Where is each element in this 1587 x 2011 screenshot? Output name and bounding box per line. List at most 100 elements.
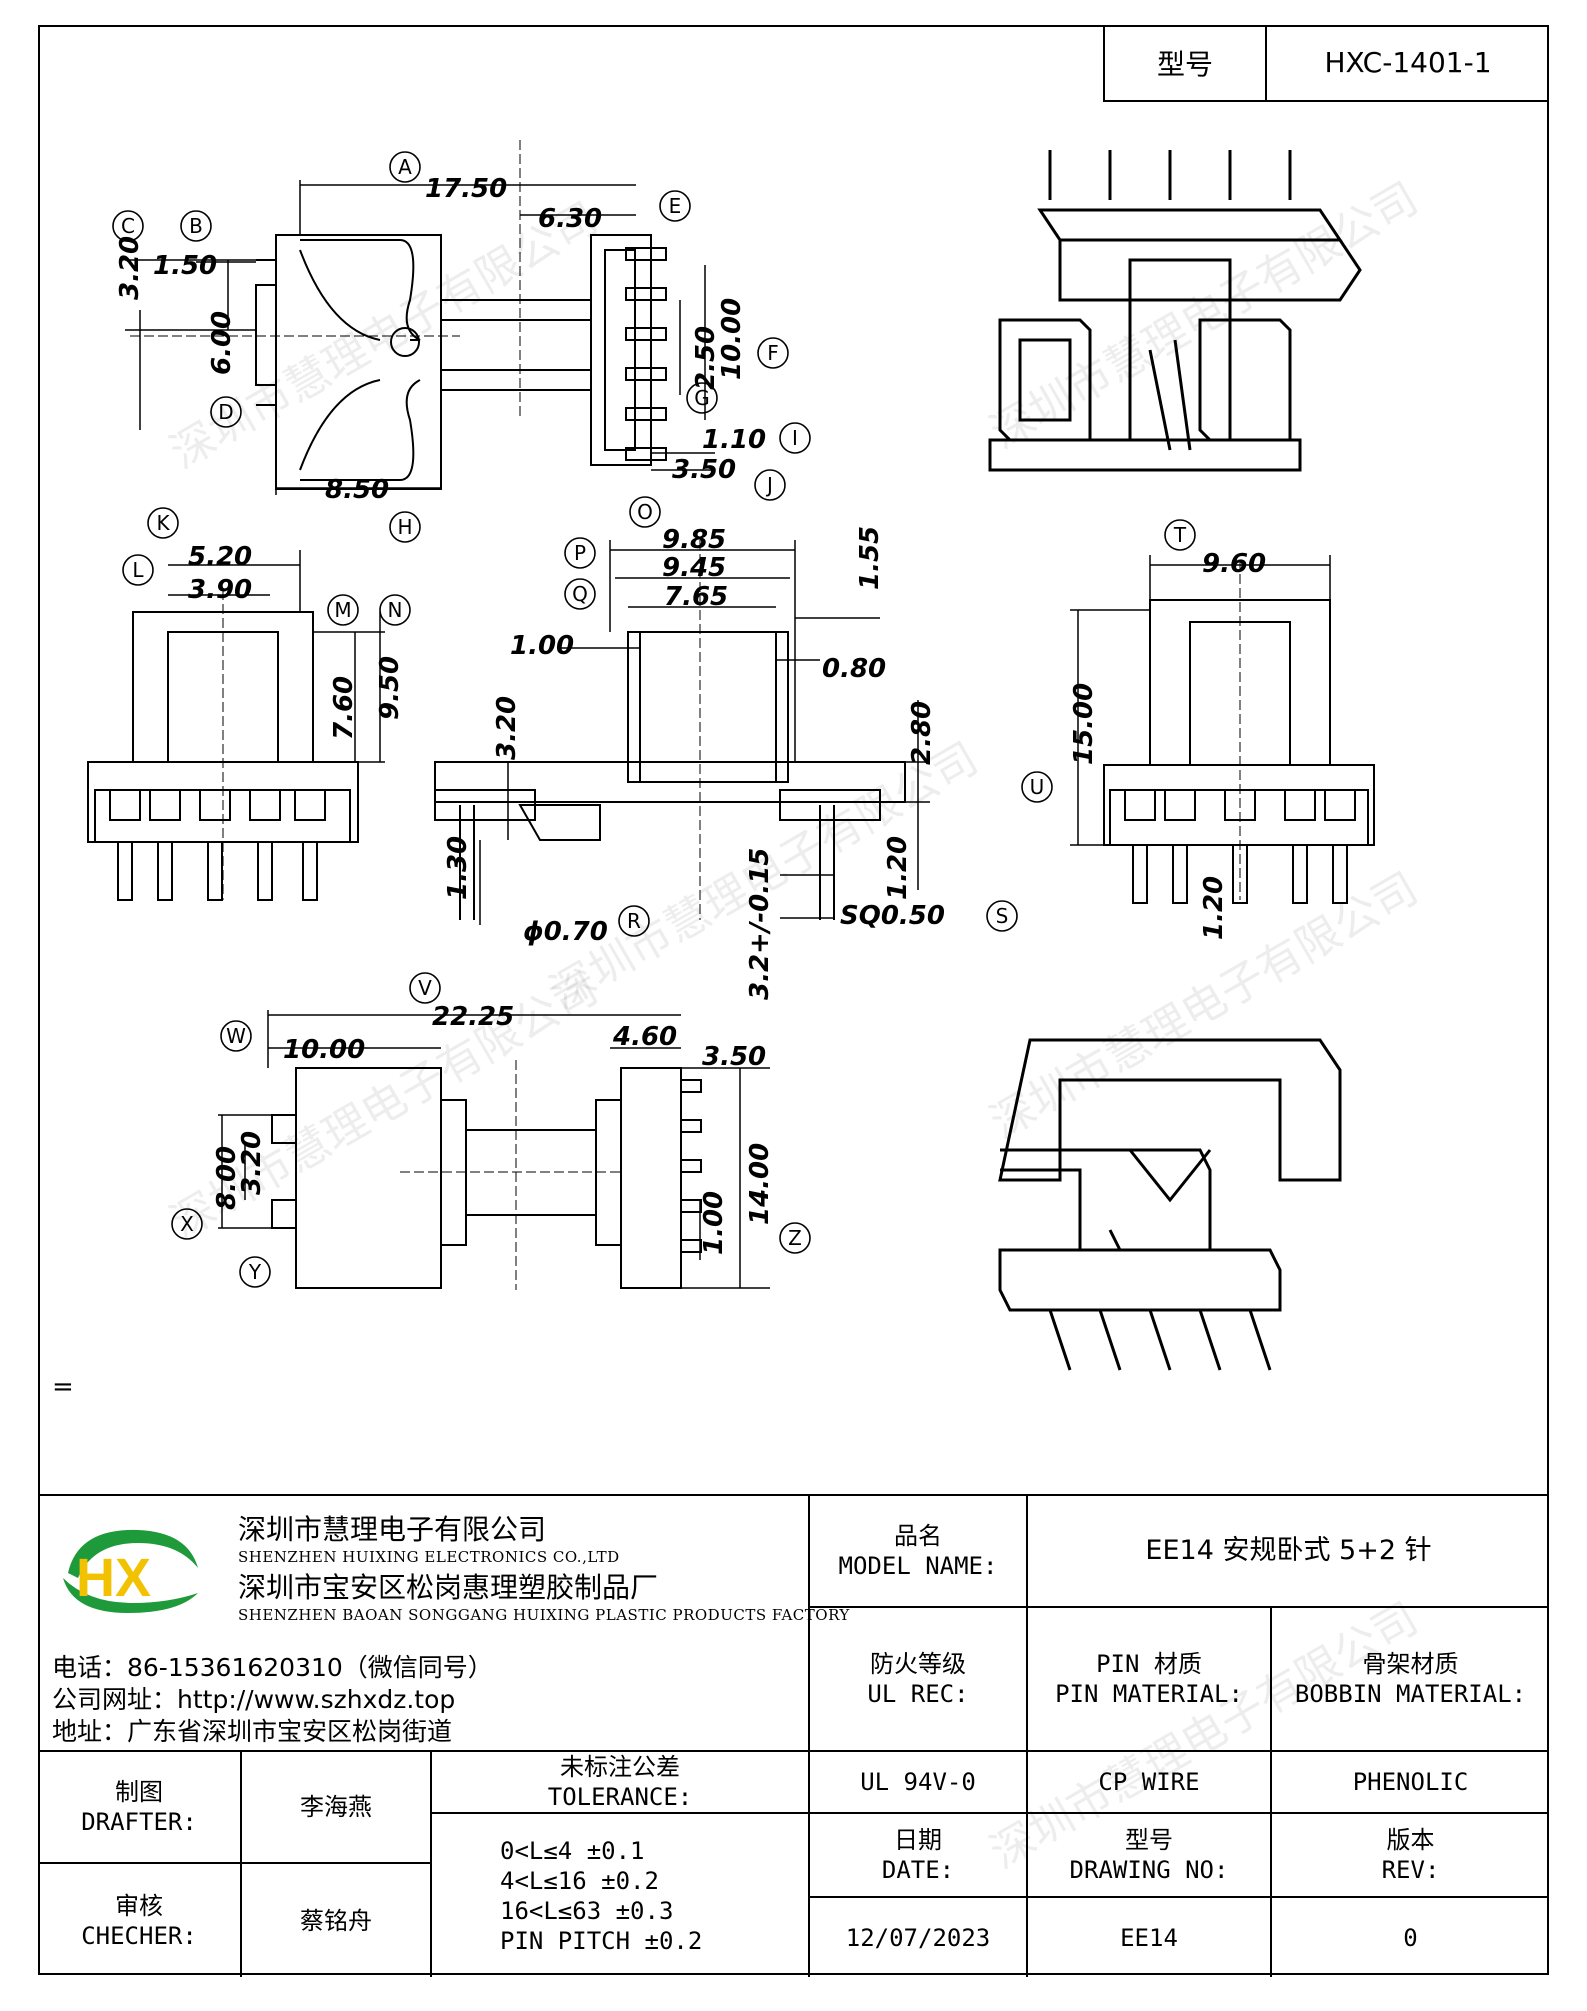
dim-4-60: 4.60 <box>612 1022 677 1052</box>
dim-tolerance: 3.2+/-0.15 <box>745 848 775 1000</box>
svg-text:F: F <box>767 341 779 365</box>
svg-text:Y: Y <box>248 1260 262 1284</box>
dim-9-45: 9.45 <box>662 553 726 583</box>
rev-value: 0 <box>1403 1923 1418 1952</box>
dim-8-50: 8.50 <box>325 475 389 505</box>
dim-14-00: 14.00 <box>745 1143 775 1225</box>
date-value: 12/07/2023 <box>845 1923 991 1952</box>
svg-text:A: A <box>398 155 412 179</box>
callout-y: Y <box>239 1256 271 1288</box>
dim-9-85: 9.85 <box>662 525 726 555</box>
callout-k: K <box>147 507 179 539</box>
section-view <box>434 540 930 925</box>
callout-o: O <box>629 496 661 528</box>
dim-2-80: 2.80 <box>907 701 937 765</box>
svg-text:V: V <box>418 976 432 1000</box>
svg-text:J: J <box>765 473 773 497</box>
callout-l: L <box>122 554 154 586</box>
callout-a: A <box>389 151 421 183</box>
dim-1-50: 1.50 <box>153 251 217 281</box>
dim-5-20: 5.20 <box>188 542 252 572</box>
tolerance-line: 0<L≤4 ±0.1 <box>500 1836 645 1865</box>
company-name-en-2: SHENZHEN BAOAN SONGGANG HUIXING PLASTIC … <box>238 1606 850 1624</box>
callout-e: E <box>659 190 691 222</box>
dim-1-55: 1.55 <box>855 526 885 590</box>
dim-6-30: 6.30 <box>538 204 602 234</box>
dim-8-00: 8.00 <box>212 1146 242 1210</box>
model-name-value: EE14 安规卧式 5+2 针 <box>1145 1535 1432 1567</box>
callout-n: N <box>379 594 411 626</box>
checker-value: 蔡铭舟 <box>300 1906 372 1935</box>
callout-d: D <box>210 396 242 428</box>
callout-p: P <box>564 537 596 569</box>
company-logo: HX <box>63 1529 198 1613</box>
svg-text:Z: Z <box>788 1226 802 1250</box>
callout-q: Q <box>564 578 596 610</box>
model-number-box: 型号 HXC-1401-1 <box>1103 25 1549 102</box>
dim-1-20-end: 1.20 <box>1199 876 1229 940</box>
dim-3-50: 3.50 <box>672 455 736 485</box>
dim-0-80: 0.80 <box>822 654 886 684</box>
svg-text:K: K <box>156 511 170 535</box>
technical-drawing: 17.50 6.30 1.50 3.20 6.00 2.50 10.00 1.1… <box>52 140 1375 1402</box>
callout-z: Z <box>779 1222 811 1254</box>
callout-w: W <box>220 1020 252 1052</box>
svg-text:N: N <box>388 598 403 622</box>
dim-1-00: 1.00 <box>510 631 574 661</box>
svg-text:I: I <box>792 426 798 450</box>
bottom-view <box>218 1010 770 1290</box>
company-name-cn-2: 深圳市宝安区松岗惠理塑胶制品厂 <box>238 1571 659 1604</box>
company-address: 地址：广东省深圳市宝安区松岗街道 <box>52 1717 453 1746</box>
callout-b: B <box>180 210 212 242</box>
dim-2-50: 2.50 <box>691 326 721 390</box>
callout-t: T <box>1164 519 1196 551</box>
callout-x: X <box>171 1208 203 1240</box>
side-view <box>87 550 385 901</box>
callout-v: V <box>409 972 441 1004</box>
drawing-frame <box>38 25 1549 1975</box>
model-value: HXC-1401-1 <box>1324 46 1492 79</box>
dim-22-25: 22.25 <box>432 1002 514 1032</box>
dim-1-30: 1.30 <box>443 836 473 900</box>
svg-text:Q: Q <box>572 582 588 606</box>
svg-text:S: S <box>996 904 1009 928</box>
company-website: 公司网址：http://www.szhxdz.top <box>52 1685 456 1714</box>
tolerance-line: 4<L≤16 ±0.2 <box>500 1866 659 1895</box>
svg-text:L: L <box>132 558 144 582</box>
dim-1-10: 1.10 <box>702 425 766 455</box>
tolerance-line: 16<L≤63 ±0.3 <box>500 1896 674 1925</box>
dim-7-65: 7.65 <box>664 582 728 612</box>
callout-h: H <box>389 511 421 543</box>
company-name-en-1: SHENZHEN HUIXING ELECTRONICS CO.,LTD <box>238 1548 620 1566</box>
dim-7-60: 7.60 <box>329 676 359 740</box>
tolerance-table: 0<L≤4 ±0.1 4<L≤16 ±0.2 16<L≤63 ±0.3 PIN … <box>432 1814 808 1977</box>
dim-3-90: 3.90 <box>188 575 252 605</box>
callout-j: J <box>754 469 786 501</box>
callout-r: R <box>618 905 650 937</box>
dim-10-00-bottom: 10.00 <box>283 1035 365 1065</box>
bobbin-value: PHENOLIC <box>1352 1768 1469 1796</box>
dim-3-50-bottom: 3.50 <box>702 1042 766 1072</box>
svg-text:P: P <box>574 541 586 565</box>
dim-1-00-bottom: 1.00 <box>699 1191 729 1255</box>
dim-17-50: 17.50 <box>425 174 507 204</box>
dim-3-20-center: 3.20 <box>492 696 522 760</box>
pin-value: CP WIRE <box>1098 1768 1200 1796</box>
drafter-value: 李海燕 <box>300 1793 372 1821</box>
iso-view-bottom <box>998 1038 1342 1371</box>
callout-u: U <box>1021 771 1053 803</box>
dim-1-20-center: 1.20 <box>883 836 913 900</box>
svg-text:C: C <box>121 214 135 238</box>
dim-6-00: 6.00 <box>207 311 237 375</box>
svg-text:B: B <box>189 214 203 238</box>
